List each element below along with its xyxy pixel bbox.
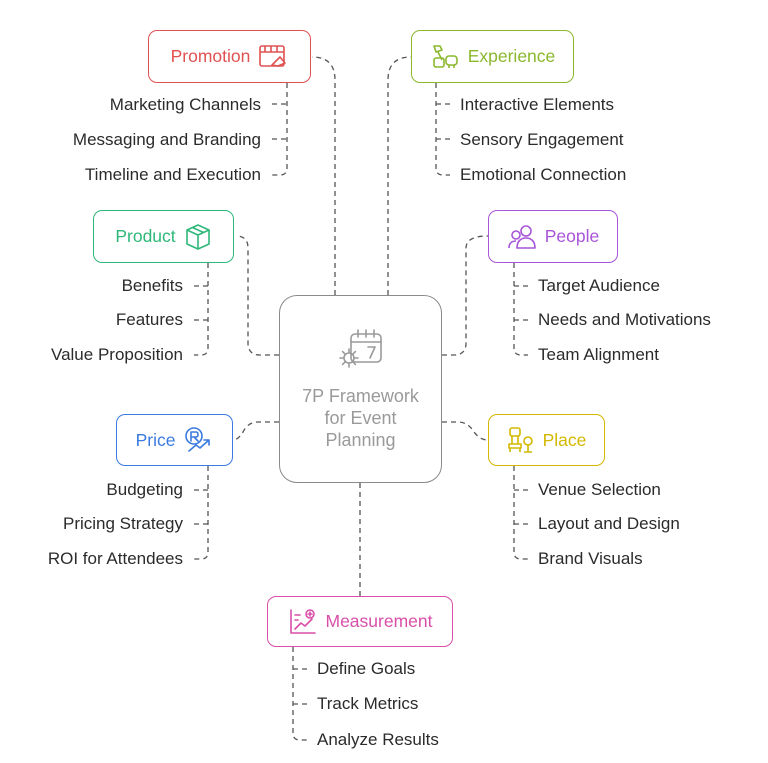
experience-item: Sensory Engagement	[460, 130, 624, 149]
experience-node: Experience	[411, 30, 574, 83]
connector-product	[235, 235, 279, 356]
connector-promotion	[311, 56, 336, 295]
place-item: Venue Selection	[538, 480, 661, 499]
product-label: Product	[115, 226, 176, 246]
calendar-gear-7-icon	[337, 328, 385, 377]
experience-icon	[430, 44, 460, 70]
branch-experience	[435, 83, 450, 176]
people-label: People	[544, 226, 600, 246]
chart-plus-icon	[288, 608, 318, 636]
box-icon	[184, 223, 212, 251]
people-item: Needs and Motivations	[538, 310, 711, 329]
connector-price	[232, 421, 279, 441]
product-item: Value Proposition	[51, 345, 183, 364]
price-node: Price	[116, 414, 233, 466]
center-node: 7P Framework for Event Planning	[279, 295, 442, 483]
connector-people	[442, 235, 489, 356]
price-item: Budgeting	[106, 480, 183, 499]
branch-price	[194, 466, 209, 560]
measurement-item: Define Goals	[317, 659, 416, 678]
experience-label: Experience	[467, 46, 556, 66]
branch-measurement	[292, 647, 307, 741]
place-node: Place	[488, 414, 605, 466]
place-item: Brand Visuals	[538, 549, 643, 568]
promotion-item: Messaging and Branding	[72, 130, 261, 149]
people-item: Team Alignment	[538, 345, 659, 364]
promotion-item: Timeline and Execution	[84, 165, 261, 184]
experience-item: Interactive Elements	[460, 95, 615, 114]
measurement-item: Analyze Results	[317, 730, 439, 749]
place-label: Place	[542, 429, 587, 450]
center-title: 7P Framework for Event Planning	[302, 385, 419, 450]
measurement-label: Measurement	[325, 611, 433, 631]
promotion-item: Marketing Channels	[109, 95, 261, 114]
promotion-node: Promotion	[148, 30, 311, 83]
place-item: Layout and Design	[538, 514, 680, 533]
branch-place	[513, 466, 528, 560]
people-item: Target Audience	[538, 276, 660, 295]
connector-experience	[387, 56, 412, 295]
measurement-node: Measurement	[267, 596, 453, 647]
rupee-growth-icon	[183, 426, 213, 454]
product-item: Features	[115, 310, 183, 329]
branch-product	[194, 263, 209, 356]
branch-people	[513, 263, 528, 356]
branch-promotion	[272, 83, 288, 176]
people-node: People	[488, 210, 618, 263]
people-icon	[507, 223, 537, 251]
product-item: Benefits	[121, 276, 183, 295]
megaphone-browser-icon	[258, 43, 288, 71]
price-label: Price	[135, 429, 176, 450]
price-item: Pricing Strategy	[63, 514, 183, 533]
price-item: ROI for Attendees	[47, 549, 183, 568]
connector-place	[442, 421, 489, 441]
promotion-label: Promotion	[170, 46, 251, 66]
measurement-item: Track Metrics	[317, 694, 419, 713]
place-icon	[507, 426, 535, 454]
experience-item: Emotional Connection	[460, 165, 627, 184]
product-node: Product	[93, 210, 234, 263]
